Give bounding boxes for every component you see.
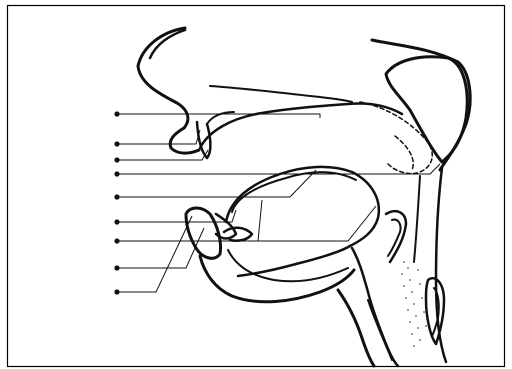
jaw-outline: [200, 256, 354, 302]
callout-leader-9: [117, 216, 192, 292]
pharynx-wall-upper: [372, 40, 470, 170]
nasal-floor: [210, 86, 352, 102]
tongue-surface: [232, 172, 356, 212]
tongue-root: [238, 246, 350, 276]
tongue-outline: [226, 167, 379, 246]
callout-dot-3: [114, 157, 119, 162]
callout-dot-6: [114, 219, 119, 224]
callout-leader-10: [232, 206, 376, 241]
hard-palate: [200, 103, 402, 148]
callout-dot-5: [114, 194, 119, 199]
pharynx-wall-posterior: [436, 168, 446, 362]
pharynx-wall-inner: [414, 176, 420, 262]
cartilage-stipple: [401, 261, 427, 347]
velum-lower: [395, 136, 413, 170]
callout-dot-7: [114, 238, 119, 243]
callout-leader-4: [117, 164, 440, 174]
callout-dot-1: [114, 111, 119, 116]
adenoid-box: [386, 57, 467, 162]
figure-frame: [8, 6, 505, 367]
callout-leader-2: [117, 130, 200, 144]
callout-dot-9: [114, 289, 119, 294]
upper-lip: [170, 128, 199, 153]
trachea-line: [368, 300, 392, 360]
callout-group: [114, 111, 440, 294]
callout-dot-8: [114, 265, 119, 270]
larynx-front: [352, 248, 398, 366]
callout-dot-2: [114, 141, 119, 146]
epiglottis-inner: [388, 220, 401, 256]
callout-dot-4: [114, 171, 119, 176]
